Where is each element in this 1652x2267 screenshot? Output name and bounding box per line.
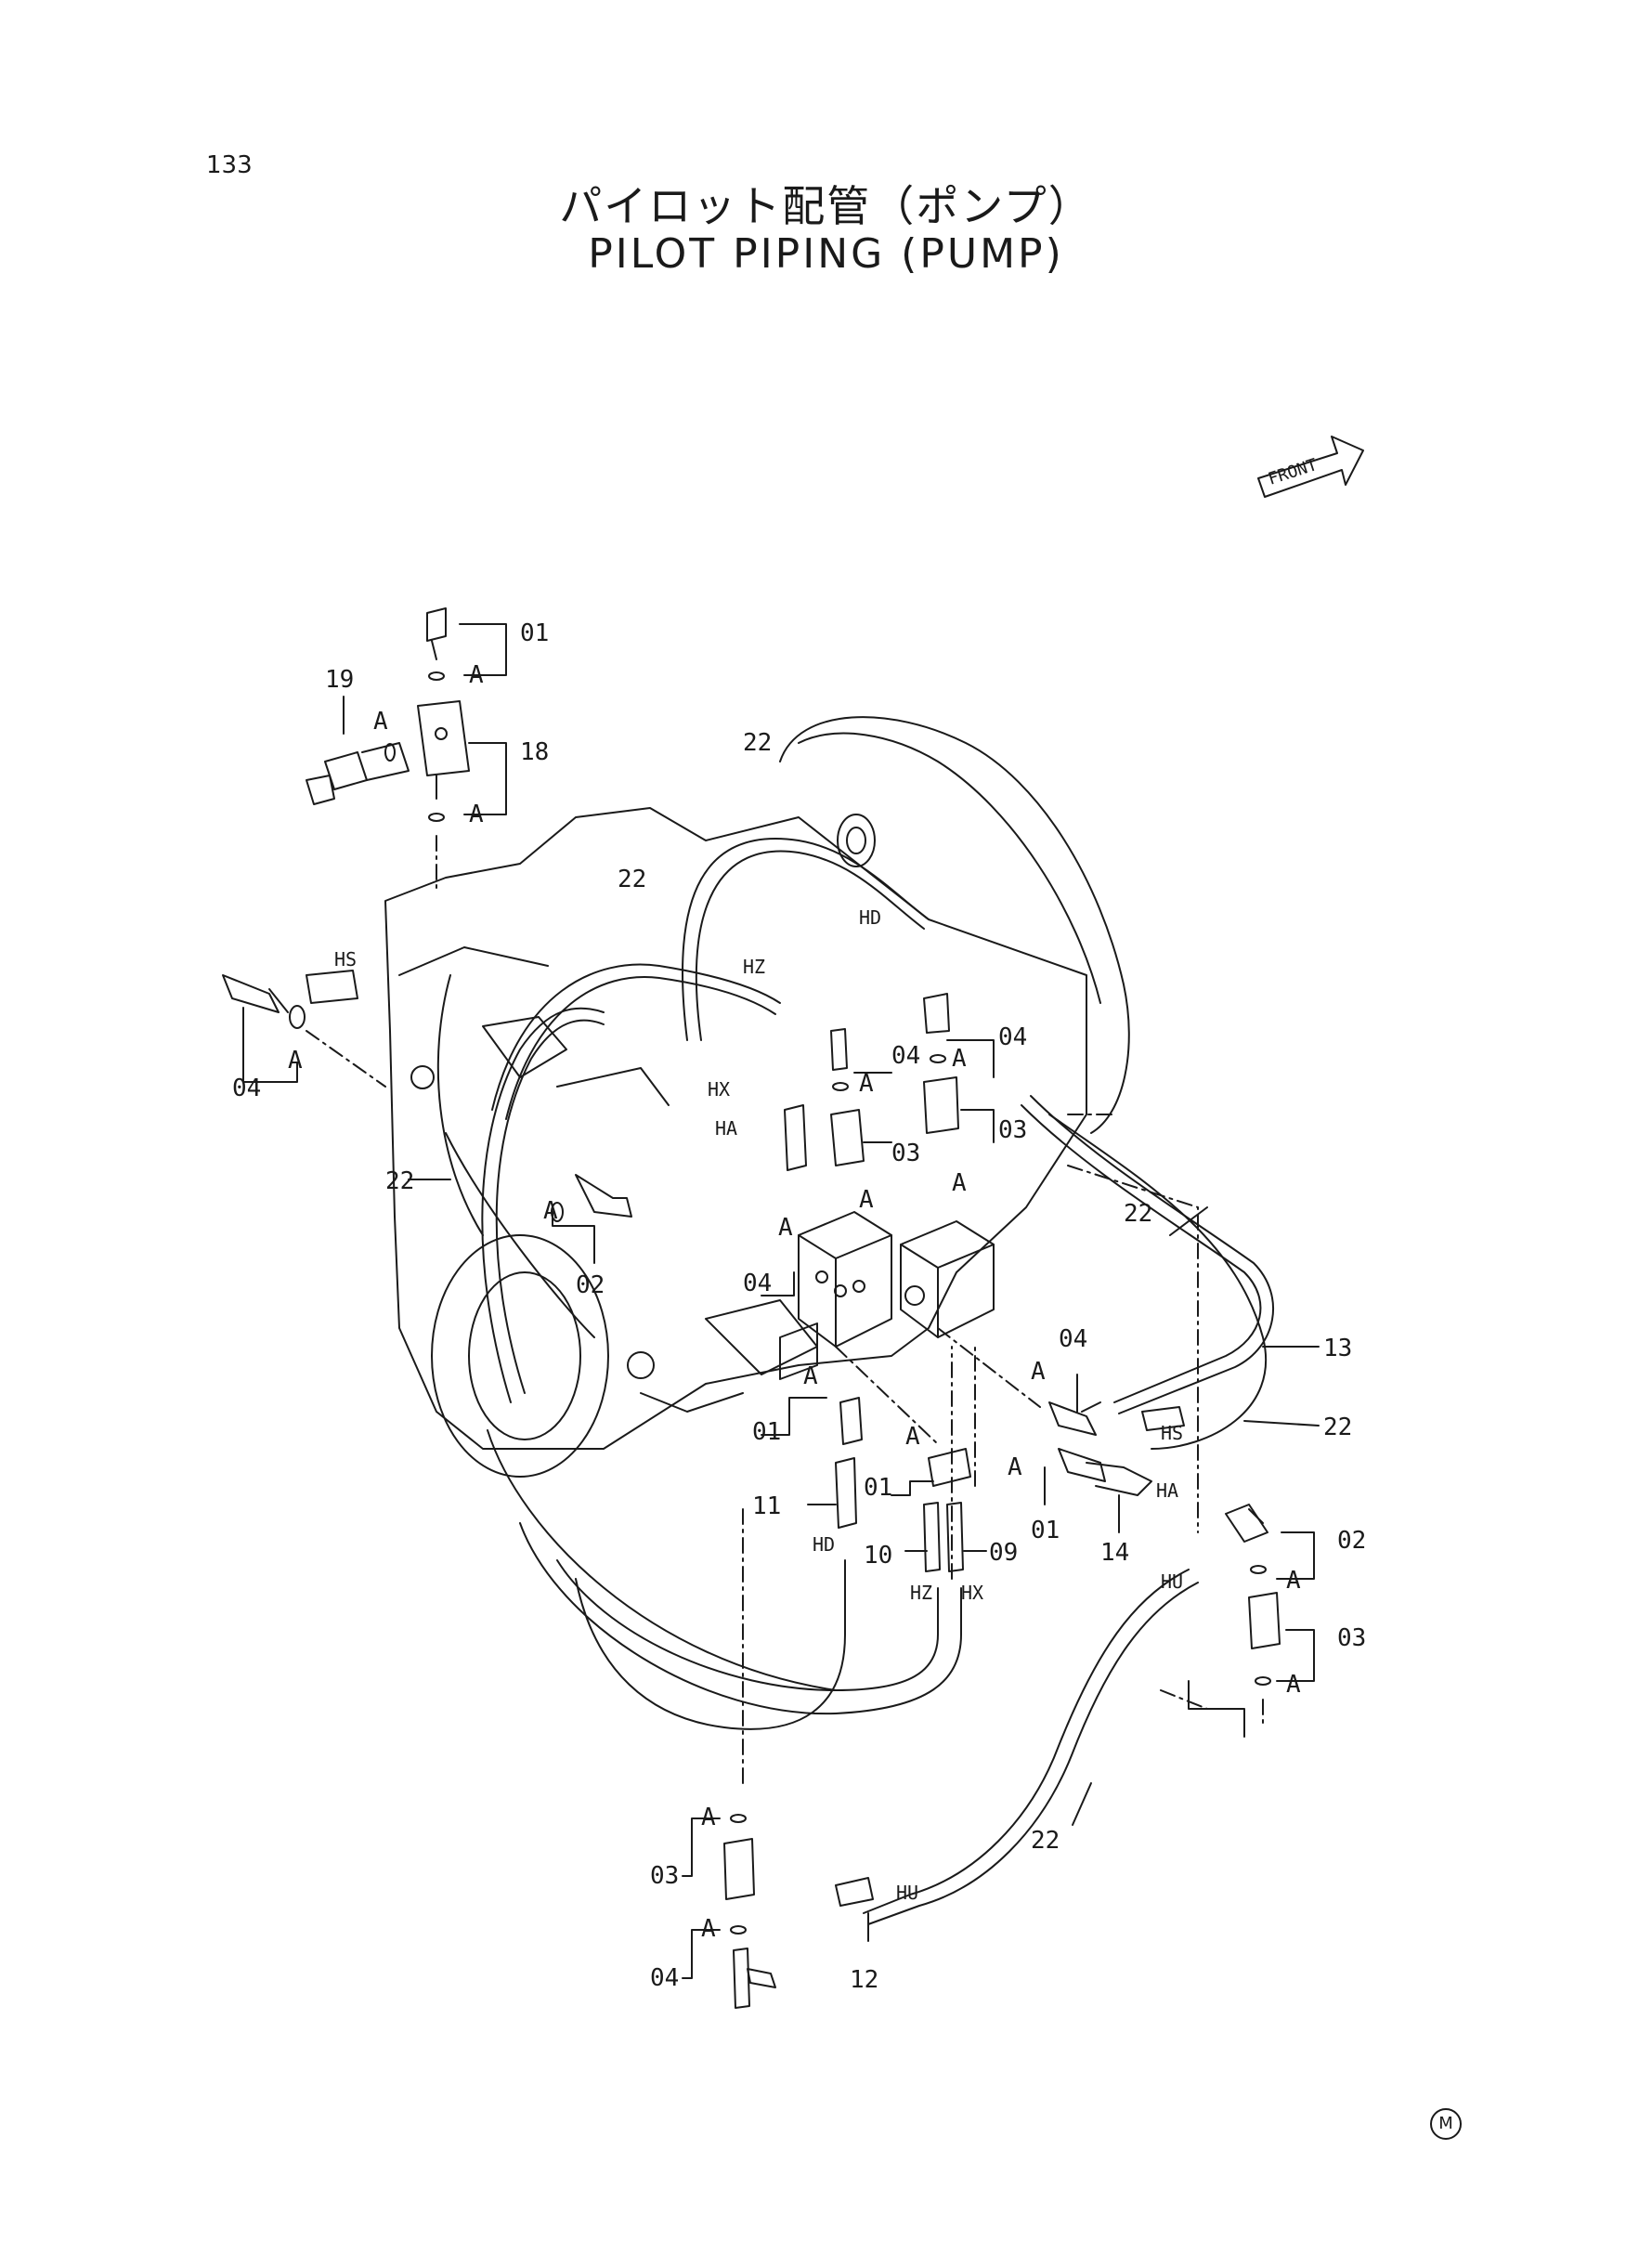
o-ring-marker: A bbox=[859, 1186, 874, 1214]
hose-tag: HU bbox=[1161, 1570, 1183, 1593]
page-number: 133 bbox=[206, 151, 253, 179]
hose-tag: HU bbox=[896, 1882, 918, 1904]
o-ring-marker: A bbox=[543, 1197, 558, 1225]
callout-11: 11 bbox=[752, 1492, 781, 1520]
o-ring-marker: A bbox=[469, 661, 484, 689]
callout-22: 22 bbox=[385, 1167, 414, 1195]
o-ring-marker: A bbox=[859, 1070, 874, 1098]
callout-01: 01 bbox=[864, 1474, 892, 1502]
callout-14: 14 bbox=[1100, 1539, 1129, 1567]
dashed-alignment-lines bbox=[306, 835, 1264, 1784]
callout-04: 04 bbox=[891, 1042, 920, 1070]
callout-03: 03 bbox=[891, 1140, 920, 1167]
o-ring-marker: A bbox=[1286, 1567, 1301, 1595]
callout-03: 03 bbox=[650, 1862, 679, 1890]
callout-03: 03 bbox=[998, 1116, 1027, 1144]
o-ring-marker: A bbox=[1008, 1453, 1022, 1481]
callout-02: 02 bbox=[1337, 1527, 1366, 1555]
hose-assembly-22-lower bbox=[863, 1569, 1199, 1925]
o-ring-marker: A bbox=[905, 1423, 920, 1451]
front-arrow-icon bbox=[1257, 436, 1364, 498]
o-ring-marker: A bbox=[1286, 1671, 1301, 1699]
callout-04: 04 bbox=[743, 1270, 772, 1297]
callout-19: 19 bbox=[325, 666, 354, 694]
callout-22: 22 bbox=[618, 866, 646, 893]
valve-block-center bbox=[779, 1211, 995, 1380]
front-label: FRONT bbox=[1266, 455, 1320, 489]
fittings-right-cluster bbox=[1048, 1401, 1185, 1496]
hose-assembly-22-right bbox=[1021, 1095, 1274, 1414]
hose-tag: HA bbox=[715, 1117, 737, 1140]
o-ring-marker: A bbox=[1031, 1358, 1046, 1386]
o-ring-marker: A bbox=[803, 1362, 818, 1390]
hose-tag: HX bbox=[708, 1078, 730, 1101]
callout-22: 22 bbox=[1124, 1200, 1152, 1228]
hose-tags: HS HS HD HD HZ HZ HX HX HA HA HU HU bbox=[334, 906, 1183, 1904]
fittings-center-cluster bbox=[551, 993, 959, 1222]
fittings-bottom-left bbox=[723, 1814, 874, 2009]
leader-lines bbox=[242, 623, 1320, 1979]
callout-22: 22 bbox=[1031, 1827, 1060, 1855]
hose-assembly-22-middle bbox=[491, 963, 781, 1120]
callout-01: 01 bbox=[520, 619, 549, 647]
callout-13: 13 bbox=[1323, 1335, 1352, 1362]
hydraulic-pump-body bbox=[384, 807, 1087, 1478]
o-ring-marker: A bbox=[778, 1214, 793, 1242]
callout-04: 04 bbox=[1059, 1325, 1087, 1353]
fitting-stack-top-left bbox=[306, 607, 470, 822]
hose-long-outer bbox=[487, 1429, 837, 1691]
callout-22: 22 bbox=[743, 729, 772, 757]
hose-tag: HS bbox=[1161, 1422, 1183, 1444]
o-ring-marker: A bbox=[952, 1169, 967, 1197]
page-title-english: PILOT PIPING (PUMP) bbox=[588, 230, 1064, 278]
hose-long-HZ bbox=[556, 1559, 939, 1691]
registered-mark-icon: M bbox=[1430, 2108, 1462, 2140]
callout-01: 01 bbox=[752, 1418, 781, 1446]
page-title-japanese: パイロット配管（ポンプ） bbox=[559, 181, 1093, 231]
hose-long-HX bbox=[519, 1522, 962, 1715]
callout-01: 01 bbox=[1031, 1517, 1060, 1544]
callout-04: 04 bbox=[998, 1023, 1027, 1051]
callout-09: 09 bbox=[989, 1539, 1018, 1567]
hose-tag: HZ bbox=[910, 1582, 932, 1604]
o-ring-marker: A bbox=[701, 1804, 716, 1831]
fitting-04-left bbox=[222, 970, 358, 1029]
o-ring-marker: A bbox=[469, 801, 484, 828]
hose-tag: HD bbox=[859, 906, 881, 929]
callout-12: 12 bbox=[850, 1966, 878, 1994]
callout-02: 02 bbox=[576, 1271, 605, 1299]
o-ring-marker: A bbox=[373, 708, 388, 736]
callout-labels: 01 01 01 01 02 02 03 03 03 03 04 04 04 0… bbox=[232, 619, 1366, 1994]
hose-tag: HX bbox=[961, 1582, 983, 1604]
hose-assembly-22-left bbox=[481, 1007, 605, 1403]
o-ring-marker: A bbox=[288, 1047, 303, 1075]
callout-22: 22 bbox=[1323, 1414, 1352, 1441]
hose-long-HD bbox=[575, 1559, 846, 1730]
callout-18: 18 bbox=[520, 738, 549, 766]
hose-assembly-22-outer bbox=[1048, 1114, 1268, 1450]
hose-assembly-22-upper bbox=[682, 838, 930, 1041]
fittings-bottom-center bbox=[835, 1397, 971, 1572]
hose-tag: HS bbox=[334, 948, 357, 971]
callout-03: 03 bbox=[1337, 1624, 1366, 1652]
callout-04: 04 bbox=[232, 1075, 261, 1102]
hose-tag: HA bbox=[1156, 1479, 1178, 1502]
callout-04: 04 bbox=[650, 1964, 679, 1992]
o-ring-marker: A bbox=[952, 1045, 967, 1073]
callout-10: 10 bbox=[864, 1542, 892, 1570]
hose-tag: HZ bbox=[743, 956, 765, 978]
o-ring-marker: A bbox=[701, 1915, 716, 1943]
hose-tag: HD bbox=[813, 1533, 835, 1556]
flywheel-housing bbox=[779, 716, 1130, 1134]
fittings-right-stack bbox=[1225, 1504, 1281, 1686]
o-ring-markers: A A A A A A A A A A A A A A A A A A bbox=[288, 661, 1301, 1943]
